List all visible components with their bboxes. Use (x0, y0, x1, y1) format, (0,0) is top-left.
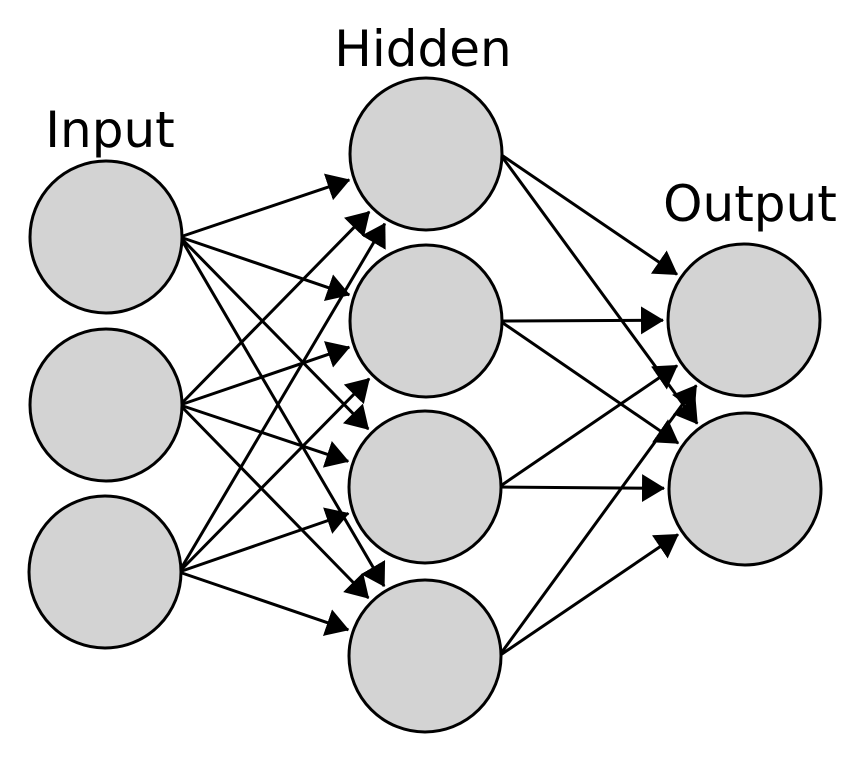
layer-label-output: Output (663, 175, 837, 233)
edge-h3-o2 (498, 474, 665, 503)
node-input-1 (28, 159, 184, 315)
node-hidden-3 (347, 409, 503, 565)
edge-h1-o1 (499, 152, 678, 276)
nodes-layer (27, 76, 823, 734)
edges-layer (177, 152, 699, 658)
node-hidden-2 (348, 243, 504, 399)
edge-i2-h4 (178, 403, 370, 600)
node-output-1 (666, 242, 822, 398)
edge-i1-h4 (178, 236, 386, 587)
layer-label-hidden: Hidden (334, 20, 511, 78)
edge-h3-o1 (498, 364, 678, 489)
edge-i3-h1 (177, 222, 387, 573)
edge-i3-h4 (178, 570, 350, 636)
edge-h2-o2 (499, 319, 680, 445)
edge-i1-h1 (179, 173, 351, 239)
node-output-2 (667, 411, 823, 567)
edge-h2-o1 (499, 306, 664, 335)
edge-i3-h3 (178, 507, 350, 574)
node-hidden-1 (348, 76, 504, 232)
layer-label-input: Input (45, 101, 174, 159)
edge-i2-h2 (179, 341, 351, 407)
edge-i2-h3 (179, 403, 350, 468)
edge-i1-h3 (178, 235, 370, 431)
edge-i1-h2 (179, 235, 351, 301)
edge-h4-o2 (498, 533, 679, 658)
edge-i3-h2 (177, 377, 371, 574)
node-input-2 (28, 327, 184, 483)
node-input-3 (27, 494, 183, 650)
edge-i2-h1 (178, 210, 371, 407)
node-hidden-4 (347, 578, 503, 734)
edge-h4-o1 (497, 384, 698, 657)
